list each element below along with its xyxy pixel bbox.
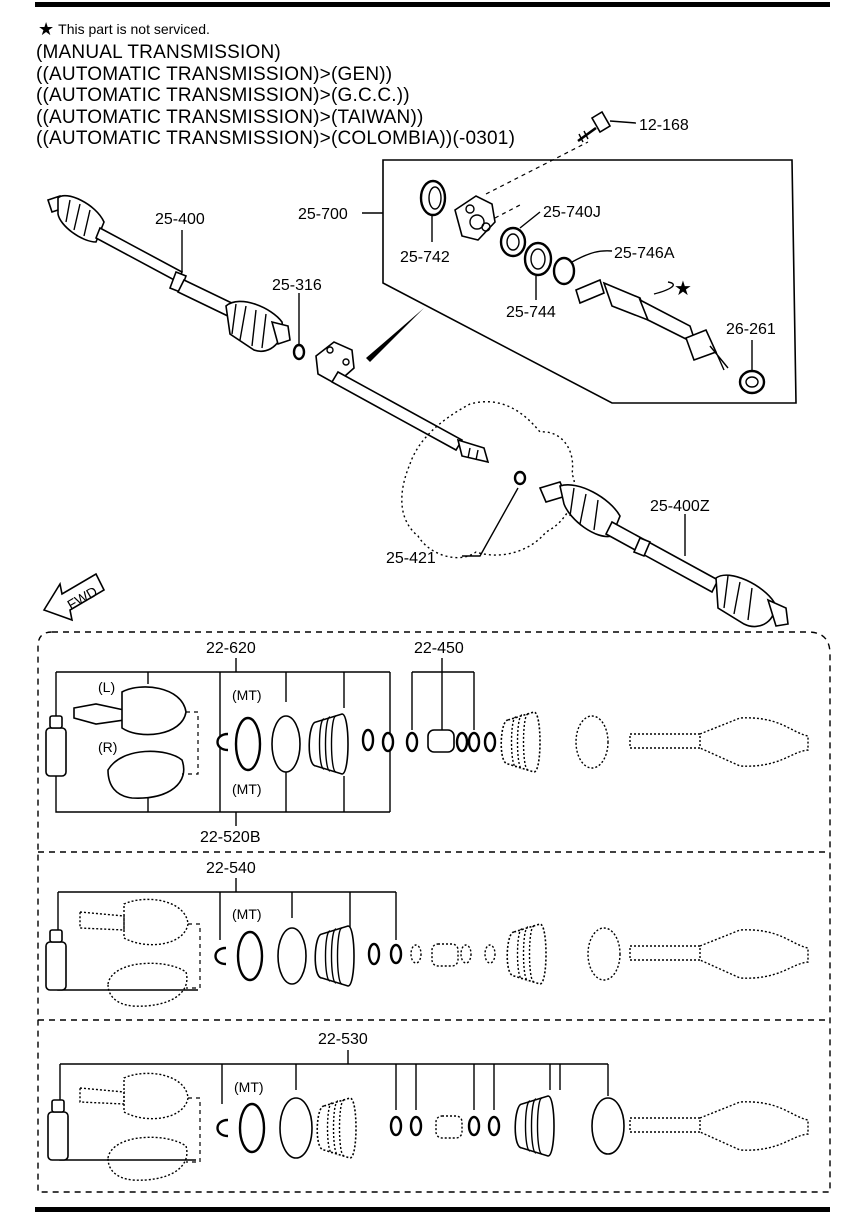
callout-25-700: 25-700	[298, 206, 348, 223]
callout-25-400z: 25-400Z	[650, 498, 710, 515]
left-driveshaft	[46, 194, 291, 353]
callout-25-746a: 25-746A	[614, 245, 675, 262]
bolt-part	[577, 110, 637, 143]
right-driveshaft	[538, 481, 789, 628]
kit1-left-tag: (L)	[98, 679, 115, 695]
heading-line: ((AUTOMATIC TRANSMISSION)>(GEN))	[36, 63, 393, 85]
kit1-code-22-450: 22-450	[414, 640, 464, 657]
kit1-right-tag: (R)	[98, 739, 117, 755]
callout-12-168: 12-168	[639, 117, 689, 134]
heading-line: (MANUAL TRANSMISSION)	[36, 42, 281, 63]
callout-25-421: 25-421	[386, 550, 436, 567]
heading-line: ((AUTOMATIC TRANSMISSION)>(TAIWAN))	[36, 106, 424, 128]
boot-kit-1: 22-620 22-520B (MT) (MT) (L) (R) 22-450	[45, 640, 809, 846]
star-icon: ★	[38, 19, 55, 39]
boot-kit-2: 22-540 (MT)	[45, 860, 809, 1007]
kit3-code-22-530: 22-530	[318, 1031, 368, 1048]
callout-25-316: 25-316	[272, 277, 322, 294]
callout-26-261: 26-261	[726, 321, 776, 338]
forward-arrow-icon: FWD	[42, 572, 106, 622]
applicability-headings: (MANUAL TRANSMISSION) ((AUTOMATIC TRANSM…	[36, 42, 515, 150]
callout-25-400: 25-400	[155, 211, 205, 228]
legend-note-text: This part is not serviced.	[58, 21, 210, 37]
legend-note: ★ This part is not serviced.	[38, 20, 210, 38]
kit2-mt: (MT)	[232, 906, 262, 922]
kit1-mt-top: (MT)	[232, 687, 262, 703]
bottom-border-rule	[35, 1207, 830, 1212]
callout-25-740j: 25-740J	[543, 204, 601, 221]
top-border-rule	[35, 2, 830, 7]
kit2-code-22-540: 22-540	[206, 860, 256, 877]
callout-25-744: 25-744	[506, 304, 556, 321]
leader-25-421	[462, 487, 519, 557]
clip-25-316	[292, 343, 306, 361]
heading-line: ((AUTOMATIC TRANSMISSION)>(COLOMBIA))(-0…	[36, 128, 516, 149]
heading-line: ((AUTOMATIC TRANSMISSION)>(G.C.C.))	[36, 85, 410, 106]
kit1-mt-bottom: (MT)	[232, 781, 262, 797]
kit3-mt: (MT)	[234, 1079, 264, 1095]
kit1-code-22-620: 22-620	[206, 640, 256, 657]
intermediate-shaft	[315, 341, 490, 464]
pointer-arrow	[366, 308, 424, 362]
clip-25-421	[513, 470, 527, 486]
boot-kit-3: 22-530 (MT)	[47, 1031, 809, 1181]
callout-25-742: 25-742	[400, 249, 450, 266]
star-icon: ★	[674, 278, 692, 300]
kit1-code-22-520b: 22-520B	[200, 829, 261, 846]
inset-parts	[419, 141, 766, 395]
